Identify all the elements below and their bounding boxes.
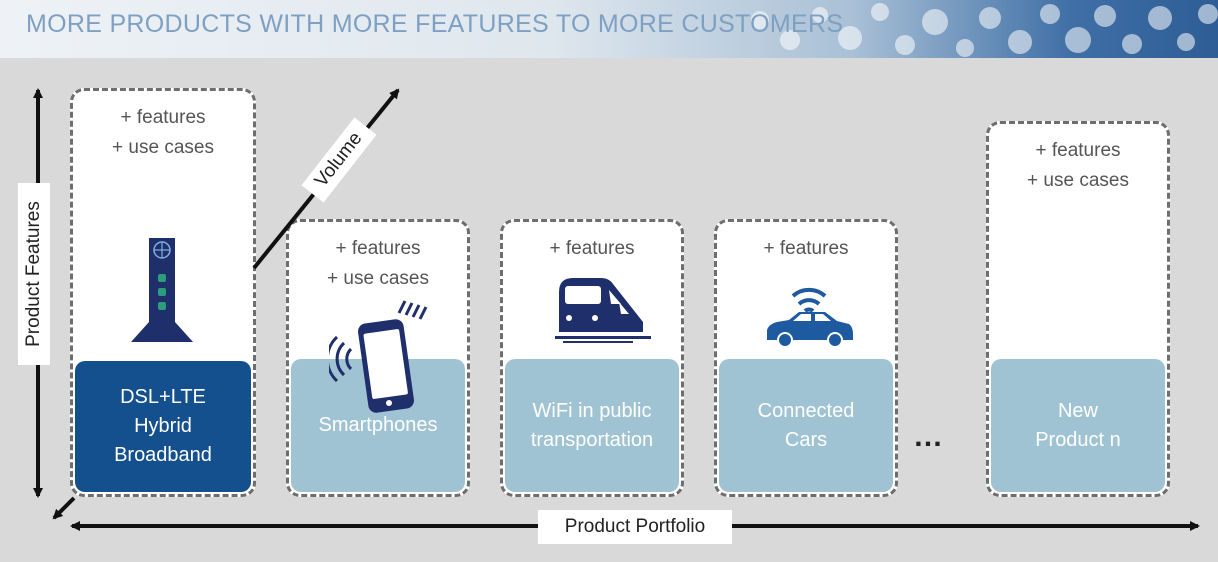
- train-icon: [555, 278, 651, 343]
- product-card-dsl: + features + use cases DSL+LTE Hybrid Br…: [70, 88, 256, 497]
- y-axis-label: Product Features: [18, 183, 50, 365]
- product-card-wifi-transport: + features WiFi in public transportation: [500, 219, 684, 497]
- connected-car-icon: [767, 287, 853, 348]
- more-products-ellipsis: …: [913, 420, 946, 453]
- smartphone-icon: [329, 300, 428, 413]
- card-features-text: + features: [549, 238, 635, 259]
- product-card-smartphones: + features + use cases Smartphones: [286, 219, 470, 497]
- x-axis-label: Product Portfolio: [538, 510, 732, 544]
- card-features-text: + features + use cases: [327, 238, 429, 289]
- card-features-text: + features + use cases: [1027, 140, 1129, 191]
- volume-arrow-lower: [52, 496, 76, 520]
- product-card-new-product: + features + use cases New Product n: [986, 121, 1170, 497]
- card-features-text: + features + use cases: [112, 107, 214, 158]
- card-product-label: New Product n: [991, 359, 1165, 492]
- card-features-text: + features: [763, 238, 849, 259]
- card-product-label: WiFi in public transportation: [505, 359, 679, 492]
- header-dots-pattern: [751, 3, 1218, 57]
- page-title: MORE PRODUCTS WITH MORE FEATURES TO MORE…: [26, 10, 844, 38]
- router-icon: [131, 238, 193, 342]
- header-banner: MORE PRODUCTS WITH MORE FEATURES TO MORE…: [0, 0, 1218, 58]
- card-product-label: DSL+LTE Hybrid Broadband: [75, 361, 251, 492]
- product-card-connected-cars: + features Connected Cars: [714, 219, 898, 497]
- card-product-label: Connected Cars: [719, 359, 893, 492]
